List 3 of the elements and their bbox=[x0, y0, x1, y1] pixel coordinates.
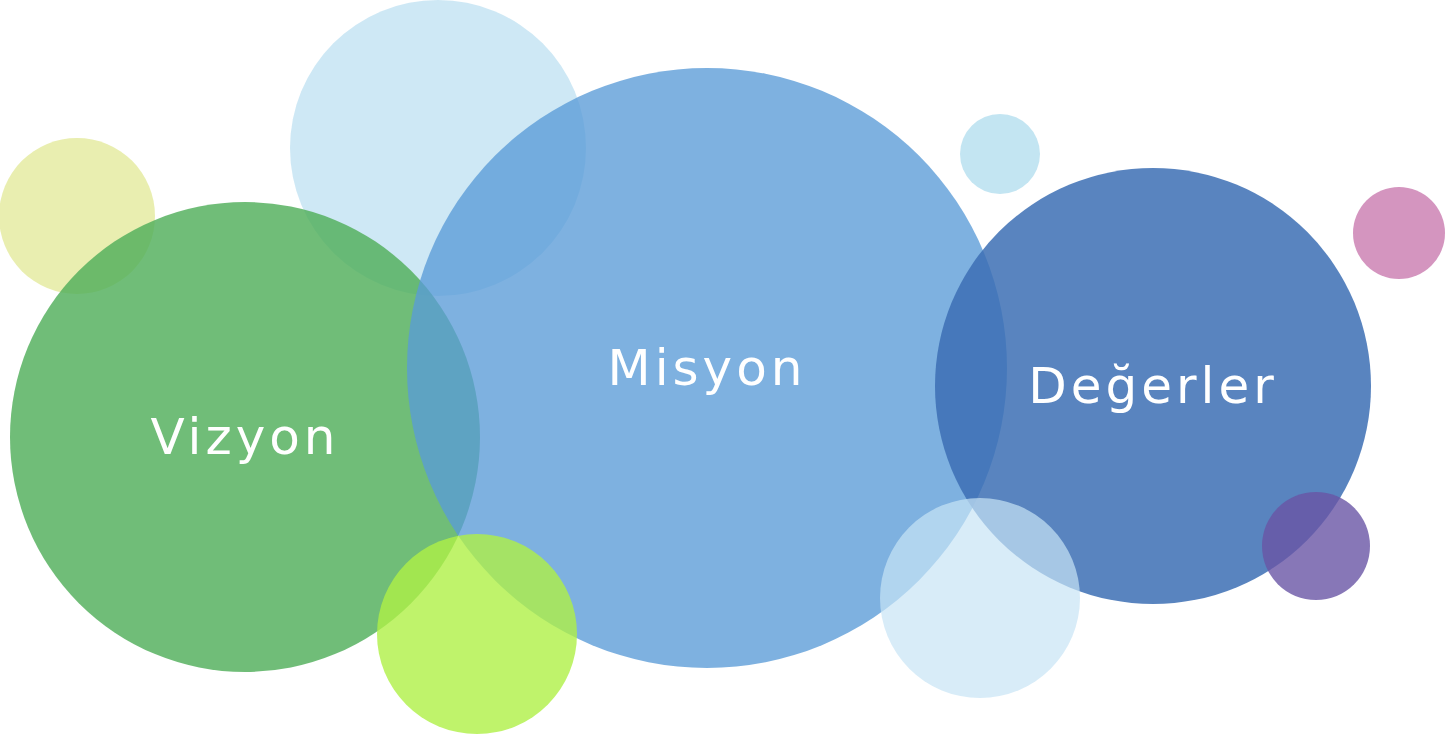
circle-label: Vizyon bbox=[150, 408, 340, 466]
circle-label: Misyon bbox=[607, 339, 807, 397]
circle-label: Değerler bbox=[1028, 357, 1278, 415]
